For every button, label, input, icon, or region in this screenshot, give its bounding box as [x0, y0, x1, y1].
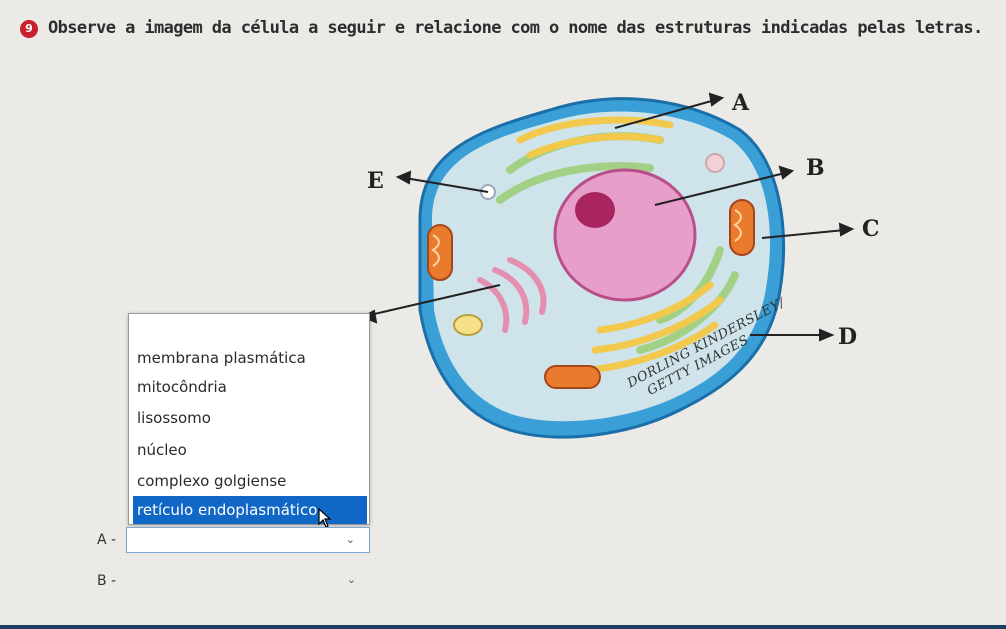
answer-label-b: B - — [97, 573, 117, 589]
figure-label-c: C — [862, 216, 880, 242]
figure-label-a: A — [732, 90, 750, 116]
option-membrana-plasmatica[interactable]: membrana plasmática — [137, 349, 306, 367]
question-number-badge: 9 — [20, 20, 38, 38]
option-nucleo[interactable]: núcleo — [137, 441, 187, 459]
mouse-pointer-icon — [318, 508, 332, 528]
figure-label-d: D — [838, 324, 858, 350]
chevron-down-icon: ⌄ — [345, 533, 355, 546]
nucleus — [553, 168, 697, 302]
answer-select-a[interactable]: ⌄ — [126, 527, 370, 553]
option-complexo-golgiense[interactable]: complexo golgiense — [137, 472, 287, 490]
cell-illustration — [360, 92, 855, 439]
answer-select-b[interactable]: ⌄ — [126, 568, 370, 594]
bottom-bar — [0, 625, 1006, 629]
figure-label-e: E — [367, 168, 384, 194]
option-lisossomo[interactable]: lisossomo — [137, 409, 211, 427]
question-text: Observe a imagem da célula a seguir e re… — [48, 18, 983, 38]
figure-label-b: B — [806, 155, 825, 181]
answer-label-a: A - — [97, 532, 117, 548]
mitochondria-group — [427, 199, 755, 389]
chevron-down-icon: ⌄ — [346, 573, 356, 586]
option-mitocondria[interactable]: mitocôndria — [137, 378, 227, 396]
answer-dropdown-list[interactable]: membrana plasmática mitocôndria lisossom… — [128, 313, 370, 525]
